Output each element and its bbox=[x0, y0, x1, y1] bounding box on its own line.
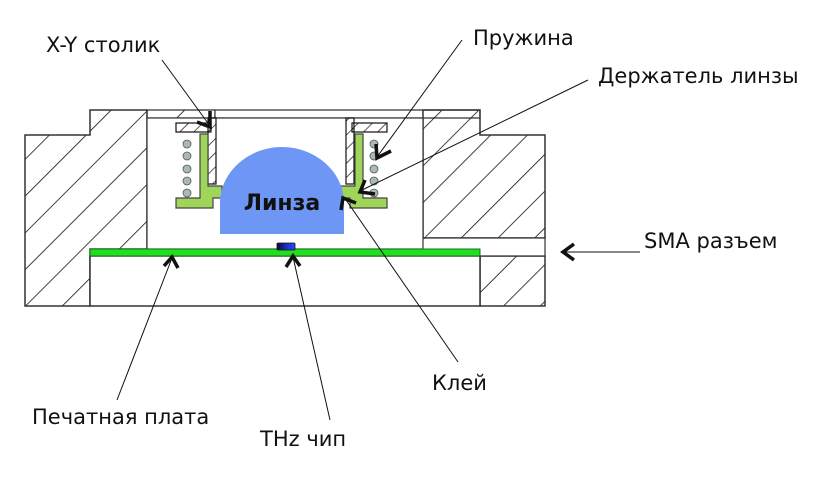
glue-pointer bbox=[339, 195, 459, 363]
label-spring: Пружина bbox=[473, 26, 574, 50]
xy-stage-pointer bbox=[161, 59, 212, 130]
sma-pointer bbox=[560, 242, 640, 262]
thz-chip bbox=[276, 242, 296, 251]
lens-label: Линза bbox=[244, 191, 321, 216]
xy-stage-right-post bbox=[345, 117, 355, 185]
label-thz-chip: THz чип bbox=[259, 427, 346, 451]
housing-right-upper bbox=[422, 109, 546, 239]
spring-pointer bbox=[374, 39, 463, 161]
lens-holder-right bbox=[339, 133, 388, 209]
housing-right-lower bbox=[479, 255, 546, 307]
label-pcb: Печатная плата bbox=[32, 405, 209, 429]
lens-holder-left bbox=[175, 133, 223, 209]
pcb-pointer bbox=[116, 253, 180, 401]
housing bbox=[24, 109, 546, 307]
label-sma-connector: SMA разъем bbox=[644, 229, 777, 253]
label-glue: Клей bbox=[432, 371, 487, 395]
label-xy-stage: X-Y столик bbox=[46, 33, 160, 57]
lens-holder-pointer bbox=[357, 79, 589, 196]
sma-channel bbox=[423, 237, 546, 257]
spring-left bbox=[182, 139, 192, 198]
housing-top-left bbox=[146, 109, 216, 119]
thz-chip-pointer bbox=[284, 252, 331, 421]
xy-stage-right-plate bbox=[351, 122, 388, 133]
lower-cavity bbox=[89, 255, 481, 307]
lens bbox=[220, 147, 344, 234]
label-lens-holder: Держатель линзы bbox=[598, 64, 799, 88]
